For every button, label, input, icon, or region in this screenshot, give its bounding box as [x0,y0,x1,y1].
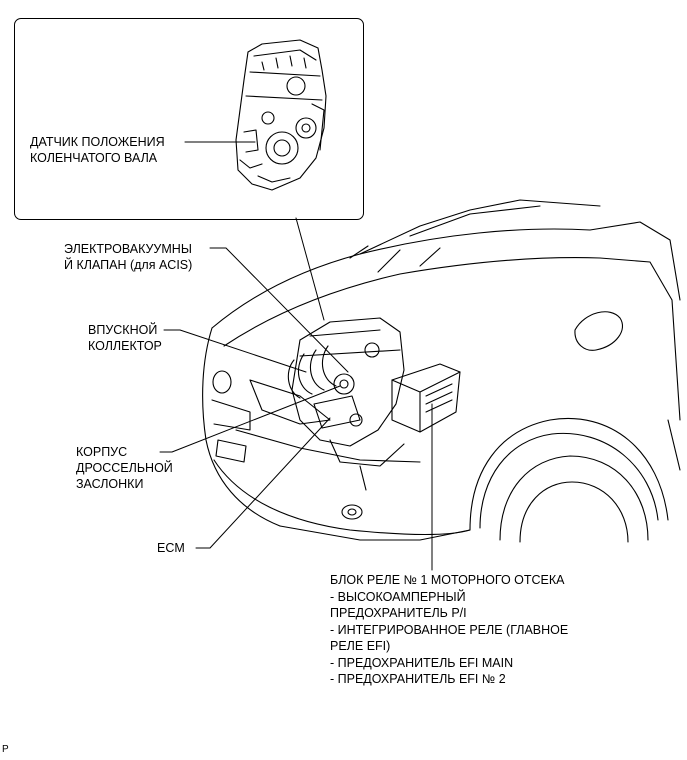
relay-item: ПРЕДОХРАНИТЕЛЬ P/I [330,606,467,620]
inset-engine-drawing [235,39,327,191]
throttle-body-label: КОРПУС ДРОССЕЛЬНОЙ ЗАСЛОНКИ [76,444,173,492]
relay-item: - ВЫСОКОАМПЕРНЫЙ [330,589,466,604]
throttle-label-line1: КОРПУС [76,445,128,459]
car-body-drawing [202,199,681,543]
intake-label-line1: ВПУСКНОЙ [88,323,158,337]
crank-sensor-label-line1: ДАТЧИК ПОЛОЖЕНИЯ [30,135,165,149]
throttle-label-line3: ЗАСЛОНКИ [76,477,144,491]
intake-label-line2: КОЛЛЕКТОР [88,339,162,353]
relay-block-title: БЛОК РЕЛЕ № 1 МОТОРНОГО ОТСЕКА [330,573,565,587]
leader-lines [159,217,433,571]
relay-item: - ПРЕДОХРАНИТЕЛЬ EFI № 2 [330,672,506,686]
engine-bay-drawing [287,317,461,491]
ecm-label: ECM [157,541,185,555]
throttle-label-line2: ДРОССЕЛЬНОЙ [76,461,173,475]
relay-block-label: БЛОК РЕЛЕ № 1 МОТОРНОГО ОТСЕКА - ВЫСОКОА… [330,572,568,688]
corner-mark: P [2,744,9,755]
relay-item: - ПРЕДОХРАНИТЕЛЬ EFI MAIN [330,655,514,670]
relay-item: РЕЛЕ EFI) [330,639,391,653]
inset-box [14,18,364,220]
crank-sensor-label: ДАТЧИК ПОЛОЖЕНИЯ КОЛЕНЧАТОГО ВАЛА [30,134,165,166]
relay-item: - ИНТЕГРИРОВАННОЕ РЕЛЕ (ГЛАВНОЕ [330,622,569,637]
evv-label-line2: Й КЛАПАН (для ACIS) [64,258,193,272]
evv-label-line1: ЭЛЕКТРОВАКУУМНЫ [64,242,192,256]
evv-label: ЭЛЕКТРОВАКУУМНЫ Й КЛАПАН (для ACIS) [64,241,192,273]
crank-sensor-label-line2: КОЛЕНЧАТОГО ВАЛА [30,151,158,165]
intake-manifold-label: ВПУСКНОЙ КОЛЛЕКТОР [88,322,162,354]
